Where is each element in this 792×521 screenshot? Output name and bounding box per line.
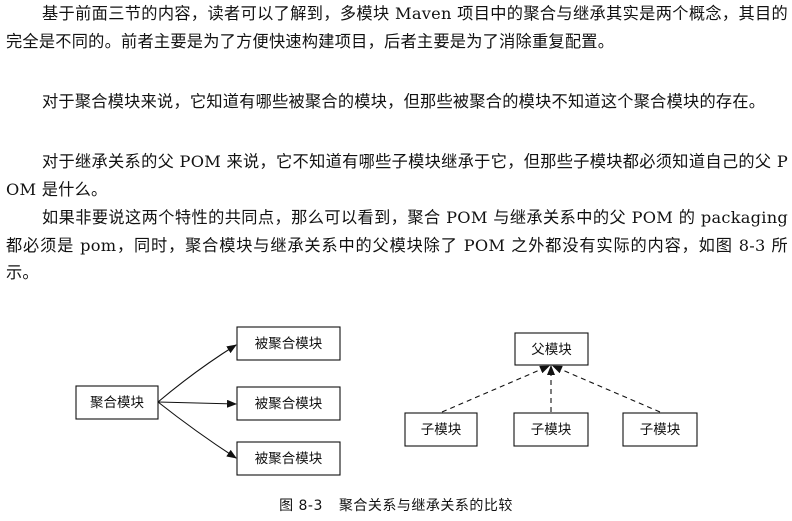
inheritance-arrow-3 <box>552 365 661 413</box>
parent-module-box: 父模块 <box>514 332 589 366</box>
child-module-label: 子模块 <box>421 422 462 438</box>
aggregated-module-label: 被聚合模块 <box>255 336 323 352</box>
paragraph-1: 基于前面三节的内容，读者可以了解到，多模块 Maven 项目中的聚合与继承其实是… <box>6 4 788 51</box>
figure-caption-text: 聚合关系与继承关系的比较 <box>338 498 513 514</box>
paragraph-4: 如果非要说这两个特性的共同点，那么可以看到，聚合 POM 与继承关系中的父 PO… <box>6 208 788 283</box>
parent-module-label: 父模块 <box>531 342 572 358</box>
paragraph-2: 对于聚合模块来说，它知道有哪些被聚合的模块，但那些被聚合的模块不知道这个聚合模块… <box>42 92 766 111</box>
figure-caption: 图 8-3 聚合关系与继承关系的比较 <box>0 495 792 515</box>
aggregation-arrow-2 <box>157 399 237 408</box>
aggregation-root-label: 聚合模块 <box>90 395 144 411</box>
aggregation-diagram: 聚合模块 被聚合模块 被聚合模块 被聚合模块 <box>75 326 341 476</box>
child-module-label: 子模块 <box>531 422 572 438</box>
child-module-box-3: 子模块 <box>622 412 698 447</box>
child-module-label: 子模块 <box>640 422 681 438</box>
aggregation-arrow-3 <box>157 401 237 459</box>
aggregated-module-box-3: 被聚合模块 <box>236 441 341 476</box>
aggregated-module-label: 被聚合模块 <box>255 451 323 467</box>
child-module-box-1: 子模块 <box>404 412 478 447</box>
aggregation-root-box: 聚合模块 <box>75 385 159 420</box>
aggregation-arrow-1 <box>157 344 237 403</box>
aggregated-module-box-2: 被聚合模块 <box>236 386 341 421</box>
inheritance-diagram: 父模块 子模块 子模块 子模块 <box>404 332 698 447</box>
paragraph-3: 对于继承关系的父 POM 来说，它不知道有哪些子模块继承于它，但那些子模块都必须… <box>6 152 788 199</box>
child-module-box-2: 子模块 <box>513 412 589 447</box>
inheritance-arrow-1 <box>441 365 550 413</box>
figure-caption-number: 图 8-3 <box>279 498 323 514</box>
aggregated-module-label: 被聚合模块 <box>255 396 323 412</box>
aggregated-module-box-1: 被聚合模块 <box>236 326 341 361</box>
